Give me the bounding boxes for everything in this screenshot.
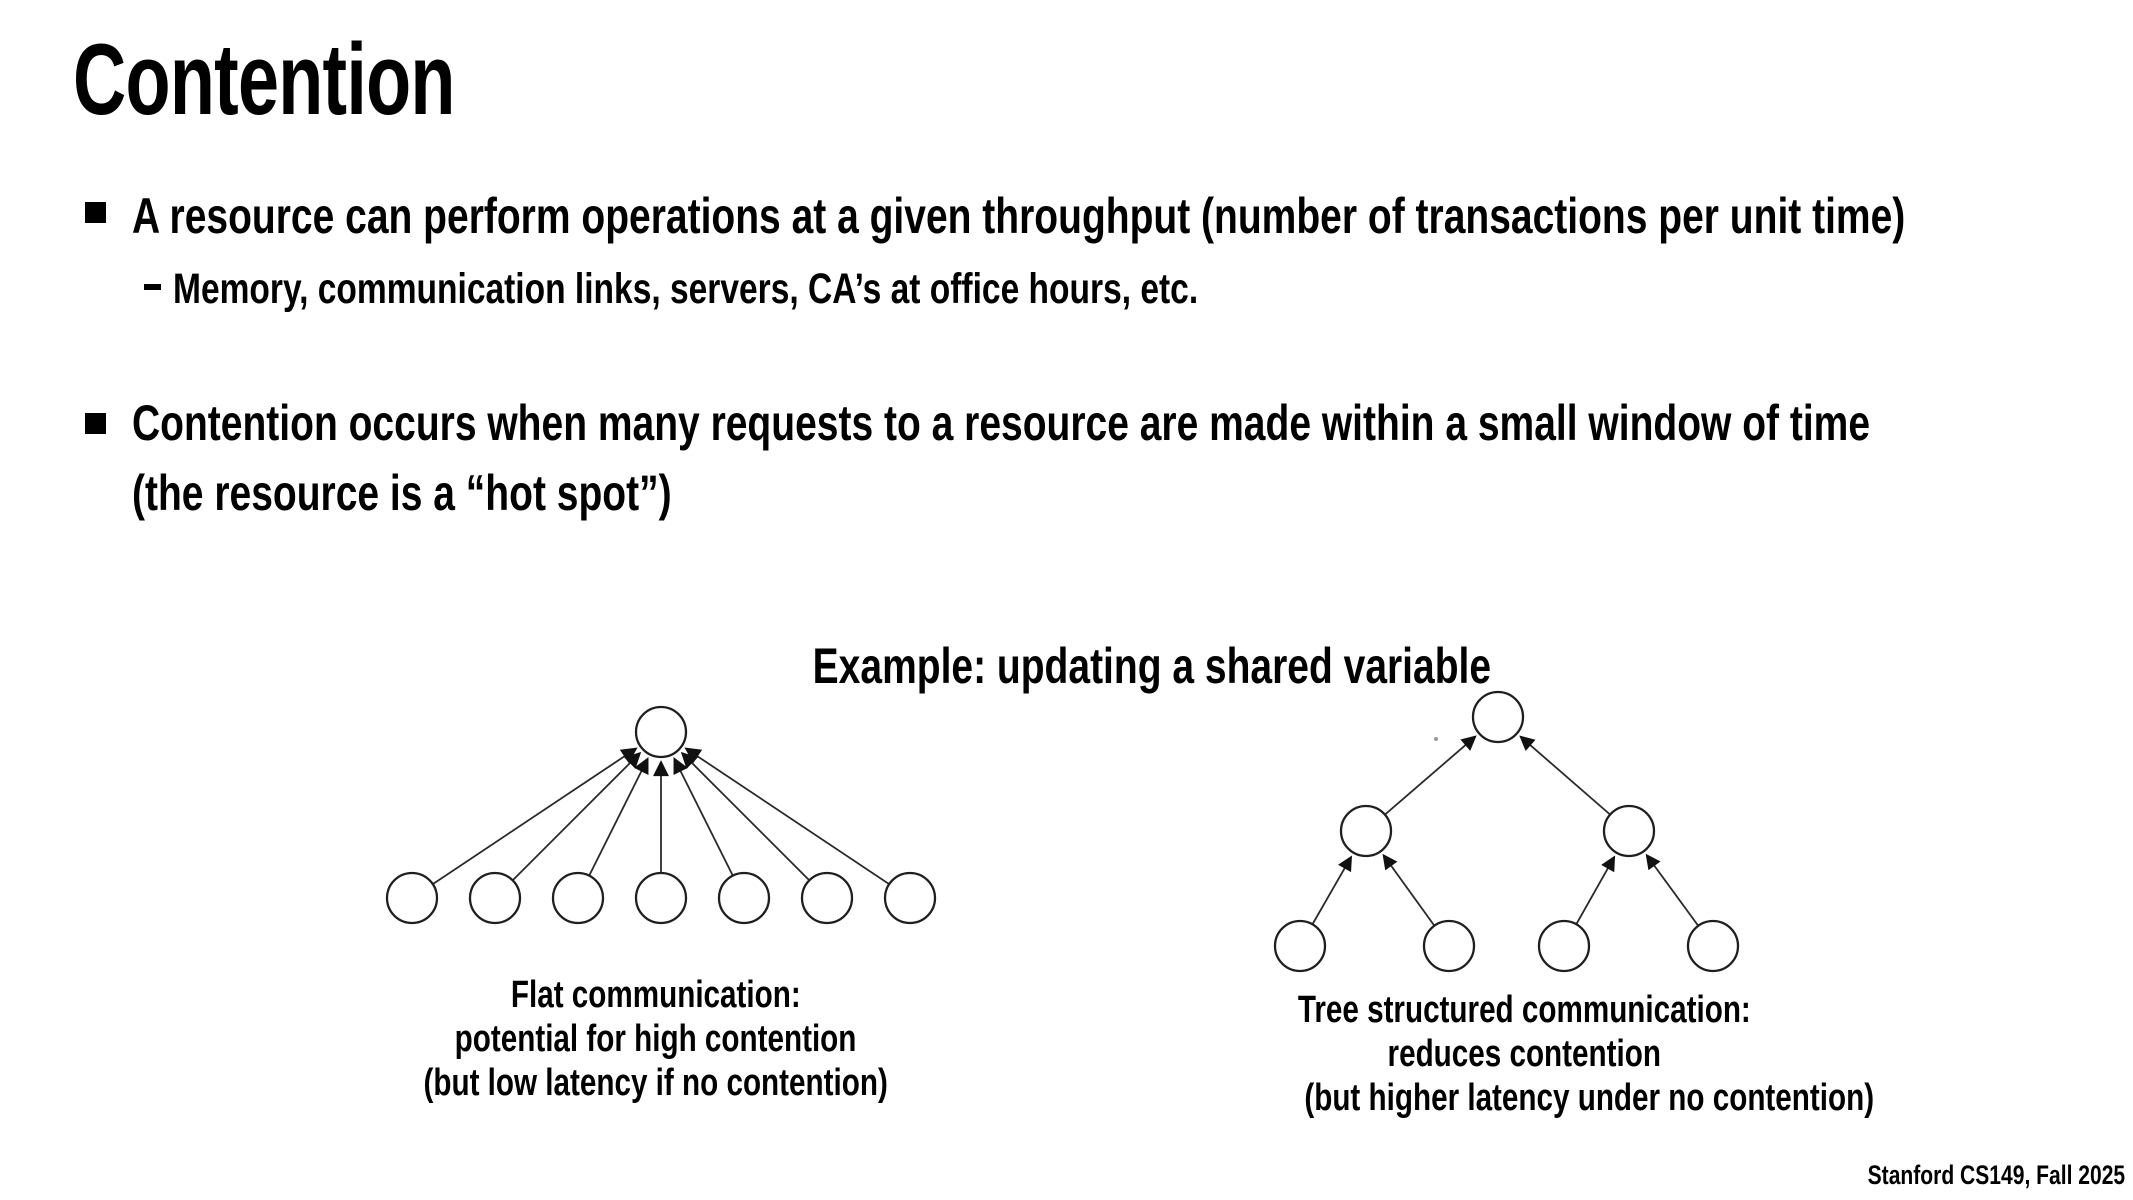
bullet-throughput-text: A resource can perform operations at a g… [132,188,1906,244]
page-title: Contention [73,25,596,135]
tree-caption-line-1: Tree structured communication: [1297,989,1751,1031]
tree-mid-node [1339,804,1393,858]
tree-caption-line-2: reduces contention [1387,1033,1661,1075]
tree-root-node [1471,690,1525,744]
slide-footer-text: Stanford CS149, Fall 2025 [1867,1160,2125,1190]
example-heading: Example: updating a shared variable [717,639,1517,693]
flat-root-node [634,705,688,759]
flat-caption-line-2: potential for high contention [455,1018,857,1060]
arrow-edge [684,747,911,899]
arrow-edge [494,751,642,899]
bullet-throughput: A resource can perform operations at a g… [85,189,2133,243]
flat-leaf-node [717,871,771,925]
sub-bullet-examples: Memory, communication links, servers, CA… [144,265,1487,313]
flat-leaf-node [634,871,688,925]
arrow-edge [680,751,828,899]
tree-nodes [1273,690,1740,973]
stray-dot [1434,737,1438,741]
flat-leaf-node [800,871,854,925]
flat-leaf-node [468,871,522,925]
square-bullet-icon [85,202,106,223]
bullet-contention-line-1: Contention occurs when many requests to … [132,395,1871,451]
flat-communication-diagram [385,705,937,925]
square-bullet-icon [85,413,106,434]
tree-leaf-node [1537,919,1591,973]
bullet-contention-lines: Contention occurs when many requests to … [132,388,2133,528]
dash-bullet-icon [144,284,161,290]
slide-footer: Stanford CS149, Fall 2025 [1795,1159,2125,1191]
tree-diagram-caption: Tree structured communication: reduces c… [1224,988,1875,1120]
tree-communication-diagram [1273,690,1740,973]
arrow-edge [411,747,638,899]
sub-bullet-examples-text: Memory, communication links, servers, CA… [173,265,1199,313]
page-title-text: Contention [73,24,455,136]
tree-leaf-node [1686,919,1740,973]
flat-nodes [385,705,937,925]
flat-caption-line-1: Flat communication: [511,974,801,1016]
flat-leaf-node [883,871,937,925]
flat-leaf-node [551,871,605,925]
flat-caption-line-3: (but low latency if no contention) [423,1062,889,1104]
bullet-contention-line-2: (the resource is a “hot spot”) [132,465,672,521]
bullet-contention: Contention occurs when many requests to … [85,388,2133,528]
flat-leaf-node [385,871,439,925]
tree-leaf-node [1422,919,1476,973]
tree-leaf-node [1273,919,1327,973]
flat-diagram-caption: Flat communication: potential for high c… [356,973,956,1105]
example-heading-text: Example: updating a shared variable [812,638,1492,694]
tree-mid-node [1602,804,1656,858]
tree-caption-line-3: (but higher latency under no contention) [1304,1077,1875,1119]
